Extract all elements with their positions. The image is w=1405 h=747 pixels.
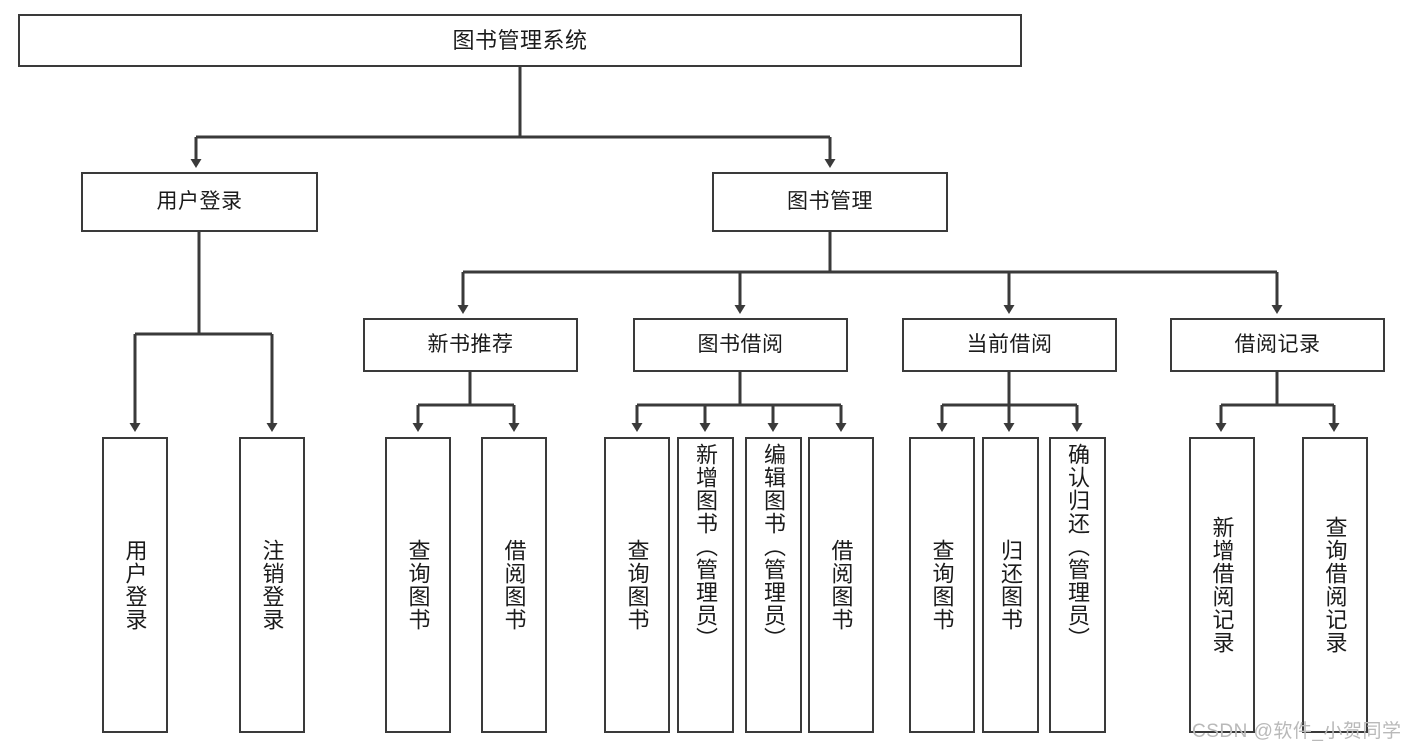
leaf-borrow-books-recommendation[interactable]: 借阅图书: [481, 437, 547, 733]
node-label: 图书管理: [787, 189, 873, 213]
leaf-user-login[interactable]: 用户登录: [102, 437, 168, 733]
leaf-query-borrow-record[interactable]: 查询借阅记录: [1302, 437, 1368, 733]
node-label: 查询借阅记录: [1322, 516, 1348, 654]
node-label: 新增图书（管理员）: [693, 443, 719, 650]
node-current-borrowing[interactable]: 当前借阅: [902, 318, 1117, 372]
node-label: 确认归还（管理员）: [1065, 443, 1091, 650]
node-label: 图书管理系统: [452, 27, 588, 53]
leaf-edit-book-admin[interactable]: 编辑图书（管理员）: [745, 437, 802, 733]
node-book-borrowing[interactable]: 图书借阅: [633, 318, 848, 372]
node-label: 借阅记录: [1234, 332, 1321, 356]
node-label: 编辑图书（管理员）: [761, 443, 787, 650]
node-borrowing-records[interactable]: 借阅记录: [1170, 318, 1385, 372]
leaf-logout[interactable]: 注销登录: [239, 437, 305, 733]
leaf-borrow-books-borrowing[interactable]: 借阅图书: [808, 437, 874, 733]
node-root-book-management-system[interactable]: 图书管理系统: [18, 14, 1022, 67]
node-label: 归还图书: [998, 539, 1024, 631]
node-label: 当前借阅: [966, 332, 1053, 356]
node-label: 用户登录: [122, 539, 148, 631]
leaf-query-books-borrowing[interactable]: 查询图书: [604, 437, 670, 733]
node-label: 查询图书: [929, 539, 955, 631]
node-label: 借阅图书: [828, 539, 854, 631]
node-label: 用户登录: [156, 189, 243, 213]
node-book-management[interactable]: 图书管理: [712, 172, 948, 232]
watermark-csdn: CSDN @软件_小贺同学: [1192, 721, 1402, 742]
node-label: 图书借阅: [697, 332, 784, 356]
node-label: 新增借阅记录: [1209, 516, 1235, 654]
node-label: 借阅图书: [501, 539, 527, 631]
leaf-query-books-current[interactable]: 查询图书: [909, 437, 975, 733]
node-label: 查询图书: [405, 539, 431, 631]
node-new-book-recommendation[interactable]: 新书推荐: [363, 318, 578, 372]
node-label: 注销登录: [259, 539, 285, 631]
node-label: 查询图书: [624, 539, 650, 631]
node-user-login[interactable]: 用户登录: [81, 172, 318, 232]
leaf-return-books[interactable]: 归还图书: [982, 437, 1039, 733]
node-label: 新书推荐: [427, 332, 514, 356]
leaf-confirm-return-admin[interactable]: 确认归还（管理员）: [1049, 437, 1106, 733]
leaf-add-book-admin[interactable]: 新增图书（管理员）: [677, 437, 734, 733]
leaf-add-borrow-record[interactable]: 新增借阅记录: [1189, 437, 1255, 733]
leaf-query-books-recommendation[interactable]: 查询图书: [385, 437, 451, 733]
